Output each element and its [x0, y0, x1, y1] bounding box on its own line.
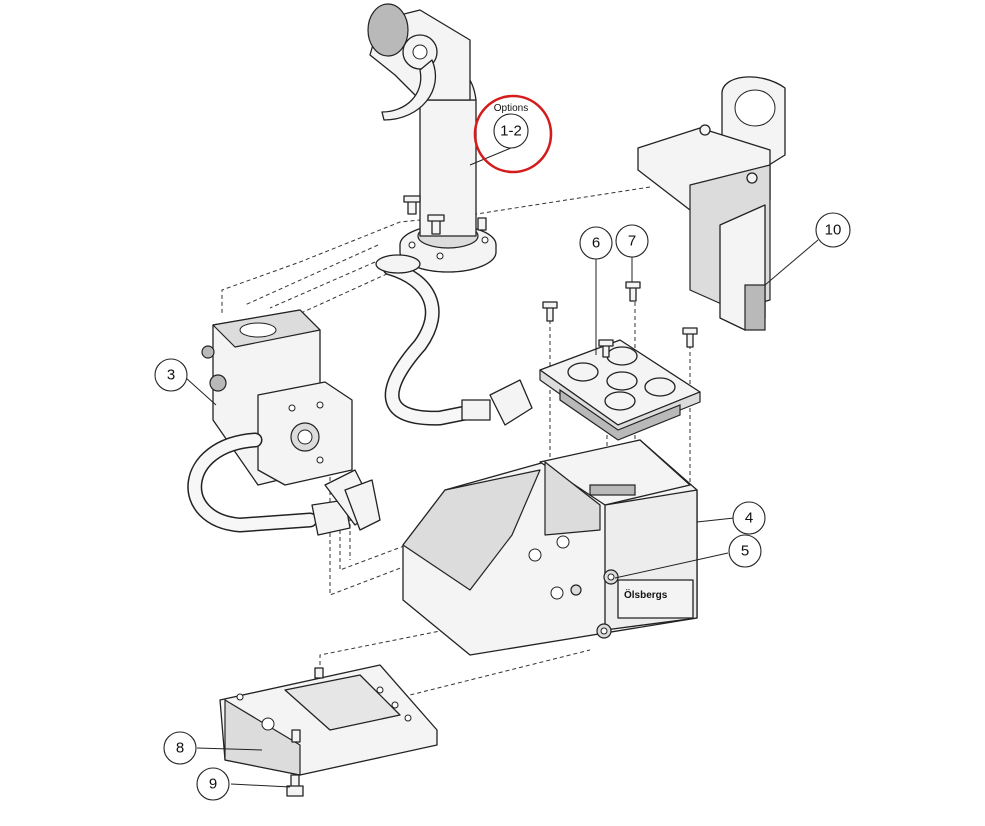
callout-6: 6	[579, 226, 613, 260]
column-cable	[375, 254, 533, 426]
callout-10: 10	[815, 212, 851, 248]
callout-5: 5	[728, 534, 762, 568]
callout-3: 3	[154, 358, 188, 392]
valve-block	[187, 309, 381, 536]
column-assembly	[367, 3, 497, 273]
base-housing: Ölsbergs	[402, 439, 698, 656]
callout-1-2-number: 1-2	[500, 123, 522, 140]
callout-8-number: 8	[176, 740, 184, 757]
options-label: Options	[494, 103, 528, 114]
gun-holder	[637, 76, 786, 331]
callout-6-number: 6	[592, 235, 600, 252]
callout-9-number: 9	[209, 776, 217, 793]
callout-9: 9	[196, 767, 230, 801]
leader-lines	[185, 147, 819, 788]
highlight-circle	[473, 94, 553, 174]
mounting-plate	[219, 664, 438, 797]
callout-4-number: 4	[745, 510, 753, 527]
callout-10-number: 10	[825, 222, 842, 239]
callout-7: 7	[615, 224, 649, 258]
callout-7-number: 7	[628, 233, 636, 250]
callout-8: 8	[163, 731, 197, 765]
callout-1-2: Options 1-2	[473, 94, 553, 174]
callout-3-number: 3	[167, 367, 175, 384]
base-brand-label: Ölsbergs	[624, 588, 668, 601]
screws	[542, 281, 698, 358]
callout-5-number: 5	[741, 543, 749, 560]
callout-4: 4	[732, 501, 766, 535]
cover-plate	[539, 339, 701, 441]
